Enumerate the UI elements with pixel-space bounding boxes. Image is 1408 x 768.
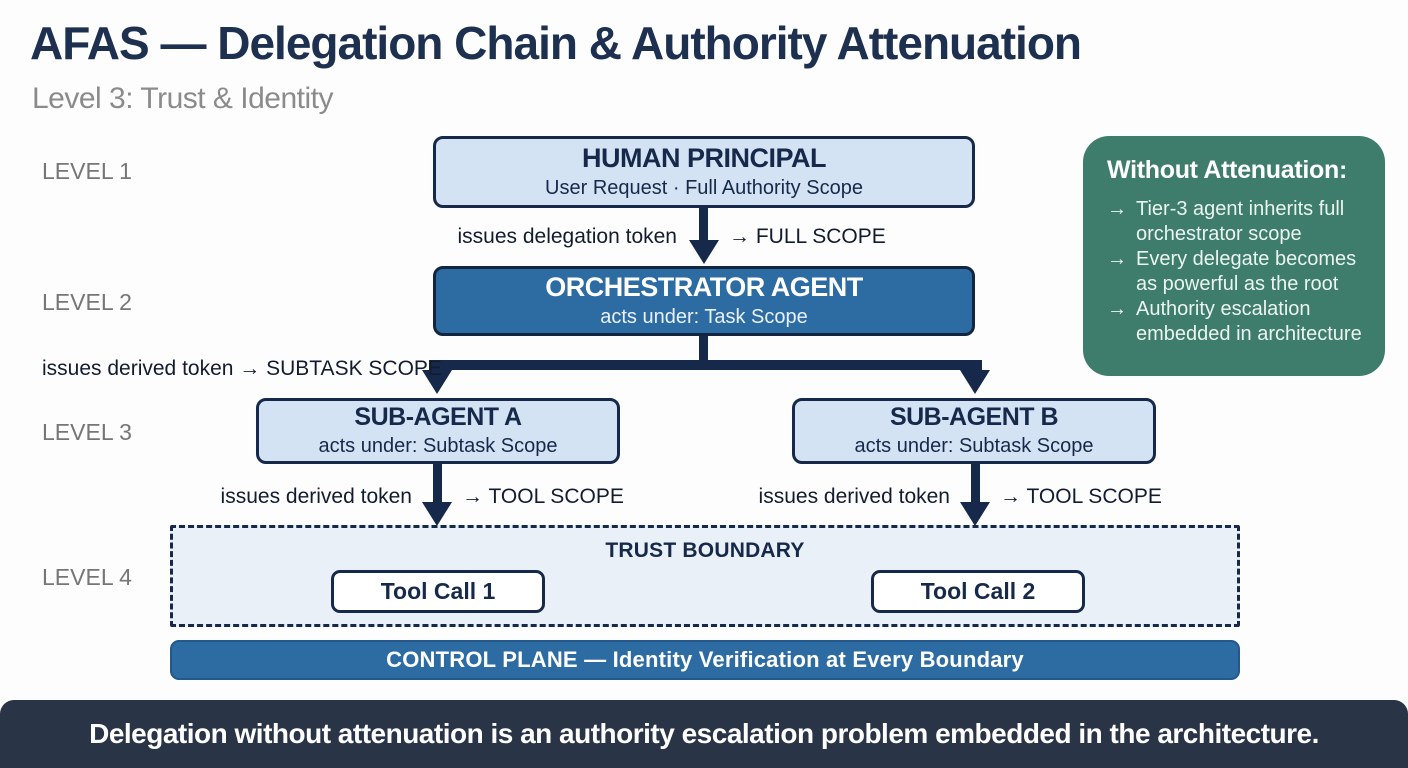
delegation-token-label: issues delegation token [457, 225, 678, 248]
page-title: AFAS — Delegation Chain & Authority Atte… [30, 17, 1082, 69]
sub-agent-b-subtitle: acts under: Subtask Scope [854, 434, 1094, 457]
side-panel-bullet: → Authority escalation embedded in archi… [1107, 297, 1363, 347]
arrow-right-icon: → [1107, 298, 1127, 320]
page-subtitle: Level 3: Trust & Identity [32, 82, 334, 115]
arrow-stem [971, 464, 980, 504]
arrow-right-icon: → [1107, 198, 1127, 220]
human-principal-subtitle: User Request · Full Authority Scope [545, 176, 863, 199]
control-plane-bar: CONTROL PLANE — Identity Verification at… [170, 640, 1240, 680]
footer-text: Delegation without attenuation is an aut… [89, 718, 1319, 749]
footer-banner: Delegation without attenuation is an aut… [0, 700, 1408, 768]
side-panel-bullet: → Every delegate becomes as powerful as … [1107, 247, 1363, 297]
level-3-label: LEVEL 3 [42, 419, 132, 445]
sub-agent-a-subtitle: acts under: Subtask Scope [318, 434, 558, 457]
human-principal-node: HUMAN PRINCIPAL User Request · Full Auth… [433, 136, 975, 208]
bullet-text: Every delegate becomes as powerful as th… [1136, 248, 1357, 295]
down-arrowhead-icon [422, 502, 452, 526]
level-2-label: LEVEL 2 [42, 289, 132, 315]
sub-agent-b-node: SUB-AGENT B acts under: Subtask Scope [792, 398, 1156, 464]
bullet-text: Tier-3 agent inherits full orchestrator … [1136, 198, 1345, 245]
level-1-label: LEVEL 1 [42, 158, 132, 184]
bullet-text: Authority escalation embedded in archite… [1136, 298, 1362, 345]
human-principal-title: HUMAN PRINCIPAL [582, 143, 827, 174]
sub-agent-b-title: SUB-AGENT B [889, 403, 1059, 432]
level-4-label: LEVEL 4 [42, 564, 132, 590]
side-panel-bullet: → Tier-3 agent inherits full orchestrato… [1107, 197, 1363, 247]
branch-stem [699, 336, 708, 364]
tool-scope-a-label: → TOOL SCOPE [462, 485, 624, 508]
full-scope-label: → FULL SCOPE [729, 225, 886, 248]
arrow-stem [433, 464, 442, 504]
down-arrowhead-icon [960, 502, 990, 526]
orchestrator-title: ORCHESTRATOR AGENT [545, 272, 863, 303]
tool-call-2-node: Tool Call 2 [871, 570, 1085, 613]
down-arrowhead-icon [422, 370, 452, 394]
derived-token-subtask-label: issues derived token → SUBTASK SCOPE [42, 357, 442, 380]
derived-token-a-label: issues derived token [220, 485, 412, 508]
down-arrowhead-icon [689, 240, 719, 264]
branch-connector [429, 360, 982, 370]
orchestrator-agent-node: ORCHESTRATOR AGENT acts under: Task Scop… [433, 266, 975, 336]
without-attenuation-panel: Without Attenuation: → Tier-3 agent inhe… [1083, 136, 1385, 376]
arrow-right-icon: → [1107, 248, 1127, 270]
sub-agent-a-title: SUB-AGENT A [354, 403, 522, 432]
trust-boundary-label: TRUST BOUNDARY [605, 539, 805, 562]
orchestrator-subtitle: acts under: Task Scope [600, 305, 808, 328]
side-panel-title: Without Attenuation: [1107, 156, 1347, 184]
derived-token-b-label: issues derived token [758, 485, 950, 508]
control-plane-label: CONTROL PLANE — Identity Verification at… [386, 647, 1024, 672]
arrow-stem [699, 208, 708, 242]
tool-scope-b-label: → TOOL SCOPE [1000, 485, 1162, 508]
down-arrowhead-icon [960, 370, 990, 394]
sub-agent-a-node: SUB-AGENT A acts under: Subtask Scope [256, 398, 620, 464]
tool-call-1-node: Tool Call 1 [331, 570, 545, 613]
